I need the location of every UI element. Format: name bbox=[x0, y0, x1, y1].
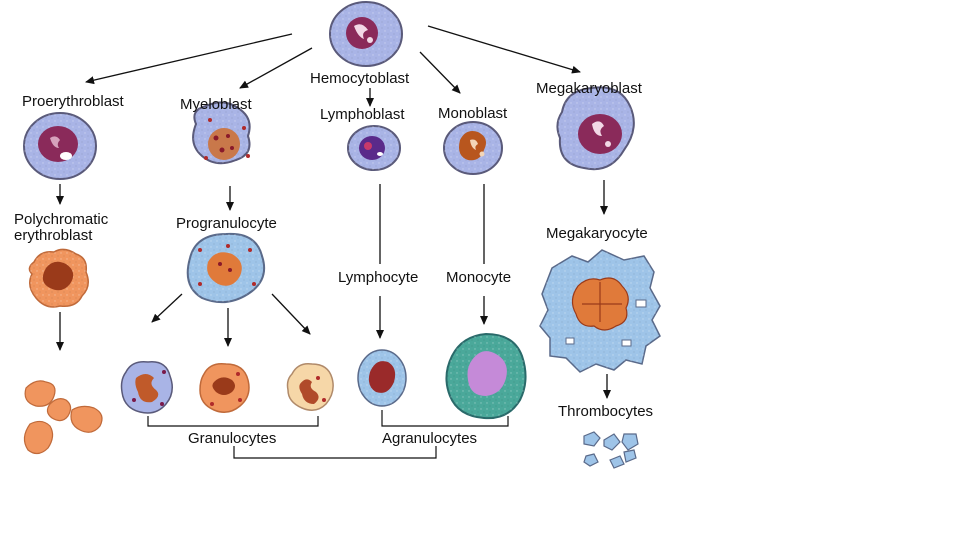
thrombocyte bbox=[623, 449, 637, 463]
erythrocytes-cluster bbox=[23, 380, 103, 455]
hemocytoblast-label: Hemocytoblast bbox=[310, 70, 410, 87]
agranulocytes-label: Agranulocytes bbox=[382, 430, 478, 447]
hemocytoblast-cell bbox=[329, 1, 403, 67]
erythrocyte bbox=[70, 405, 103, 433]
granulocytes-label: Granulocytes bbox=[188, 430, 277, 447]
agranulocytes-bracket bbox=[381, 410, 509, 427]
polychromatic-label-line1: Polychromatic bbox=[14, 211, 109, 228]
arrow-to-megakaryoblast bbox=[427, 25, 581, 74]
lymphocyte-label: Lymphocyte bbox=[338, 269, 419, 286]
lymphoblast-label: Lymphoblast bbox=[320, 106, 405, 123]
myeloblast-cell bbox=[192, 101, 251, 165]
megakaryoblast-label: Megakaryoblast bbox=[536, 80, 642, 97]
thrombocytes-cluster bbox=[583, 431, 639, 469]
erythrocyte bbox=[24, 380, 56, 407]
proerythroblast-label: Proerythroblast bbox=[22, 93, 124, 110]
granulocyte-eosinophil-like bbox=[199, 362, 250, 413]
monocyte-cell bbox=[445, 332, 527, 420]
arrows bbox=[56, 25, 611, 399]
polychromatic-erythroblast-cell bbox=[28, 248, 89, 308]
lymphoblast-cell bbox=[347, 125, 401, 171]
granulocytes-bracket bbox=[147, 416, 319, 427]
monoblast-cell bbox=[443, 121, 503, 175]
thrombocyte bbox=[583, 431, 601, 447]
megakaryocyte-cell bbox=[539, 249, 661, 373]
brackets bbox=[147, 410, 509, 459]
thrombocyte bbox=[583, 453, 599, 467]
megakaryoblast-cell bbox=[556, 86, 635, 171]
granulocyte-neutrophil-like bbox=[286, 362, 334, 411]
erythrocyte bbox=[46, 398, 72, 422]
thrombocytes-label: Thrombocytes bbox=[558, 403, 654, 420]
erythrocyte bbox=[23, 420, 54, 455]
lymphocyte-cell bbox=[357, 349, 407, 407]
proerythroblast-cell bbox=[23, 112, 97, 180]
megakaryocyte-label: Megakaryocyte bbox=[546, 225, 648, 242]
progranulocyte-label: Progranulocyte bbox=[176, 215, 277, 232]
thrombocyte bbox=[609, 455, 625, 469]
polychromatic-label-line2: erythroblast bbox=[14, 227, 93, 244]
leukocytes-bracket bbox=[233, 446, 437, 459]
progranulocyte-cell bbox=[186, 232, 266, 304]
thrombocyte bbox=[621, 433, 639, 451]
arrow-to-myeloblast bbox=[239, 47, 313, 89]
arrow-to-monoblast bbox=[419, 51, 461, 94]
granulocyte-basophil-like bbox=[120, 360, 173, 414]
arrow-to-proerythroblast bbox=[85, 33, 293, 85]
myeloblast-label: Myeloblast bbox=[180, 96, 252, 113]
monocyte-label: Monocyte bbox=[446, 269, 512, 286]
arrow-progranulocyte-right bbox=[271, 293, 311, 335]
arrow-progranulocyte-left bbox=[151, 293, 183, 323]
thrombocyte bbox=[603, 433, 621, 451]
monoblast-label: Monoblast bbox=[438, 105, 508, 122]
